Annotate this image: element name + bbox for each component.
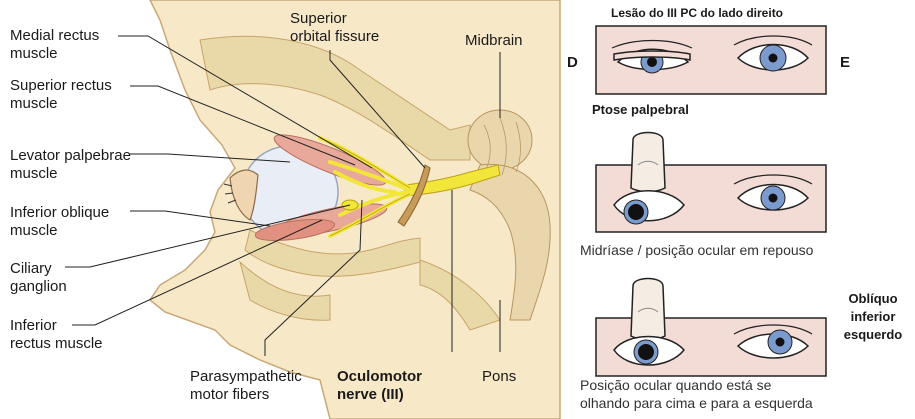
finger-lifting-lid-2 — [630, 277, 666, 341]
label-gaze: Posição ocular quando está se olhando pa… — [580, 377, 813, 411]
label-inferior-oblique: Inferior oblique muscle — [10, 204, 110, 239]
label-inferior-rectus: Inferior rectus muscle — [10, 317, 103, 352]
label-levator-palpebrae: Levator palpebrae muscle — [10, 147, 131, 182]
finger-lifting-lid-1 — [630, 131, 666, 193]
right-eye-mydriasis — [613, 190, 685, 225]
pons-shape — [469, 163, 551, 321]
maxilla-bone — [239, 260, 331, 321]
panel-title: Lesão do III PC do lado direito — [611, 6, 784, 20]
label-midbrain: Midbrain — [465, 32, 523, 49]
eyelid — [229, 169, 259, 221]
label-mydriasis: Midríase / posição ocular em repouso — [580, 242, 814, 258]
left-eye-gaze — [733, 324, 813, 359]
skull-bone — [199, 35, 471, 161]
oculomotor-nerve-trunk — [404, 164, 501, 197]
side-label-left: E — [840, 54, 851, 71]
inferior-oblique-shape — [254, 218, 336, 242]
left-eye-normal-2 — [733, 174, 813, 211]
label-oculomotor-nerve: Oculomotor nerve (III) — [337, 368, 422, 403]
label-parasympathetic: Parasympathetic motor fibers — [190, 368, 302, 403]
label-superior-rectus: Superior rectus muscle — [10, 77, 112, 112]
right-eye-ptosis — [611, 39, 693, 74]
label-ptosis: Ptose palpebral — [592, 102, 689, 117]
side-label-right: D — [567, 54, 578, 71]
left-eye-normal-1 — [733, 35, 813, 72]
orbital-fissure-shape — [397, 164, 431, 227]
label-orbital-fissure: Superior orbital fissure — [290, 10, 380, 45]
lashes — [223, 183, 237, 204]
label-pons: Pons — [482, 368, 517, 385]
label-oblique-inferior: Oblíquo inferior esquerdo — [843, 291, 903, 342]
leader-lines — [65, 35, 501, 356]
label-medial-rectus: Medial rectus muscle — [10, 27, 100, 62]
right-eye-gaze — [613, 335, 685, 366]
label-ciliary-ganglion: Ciliary ganglion — [10, 260, 67, 295]
